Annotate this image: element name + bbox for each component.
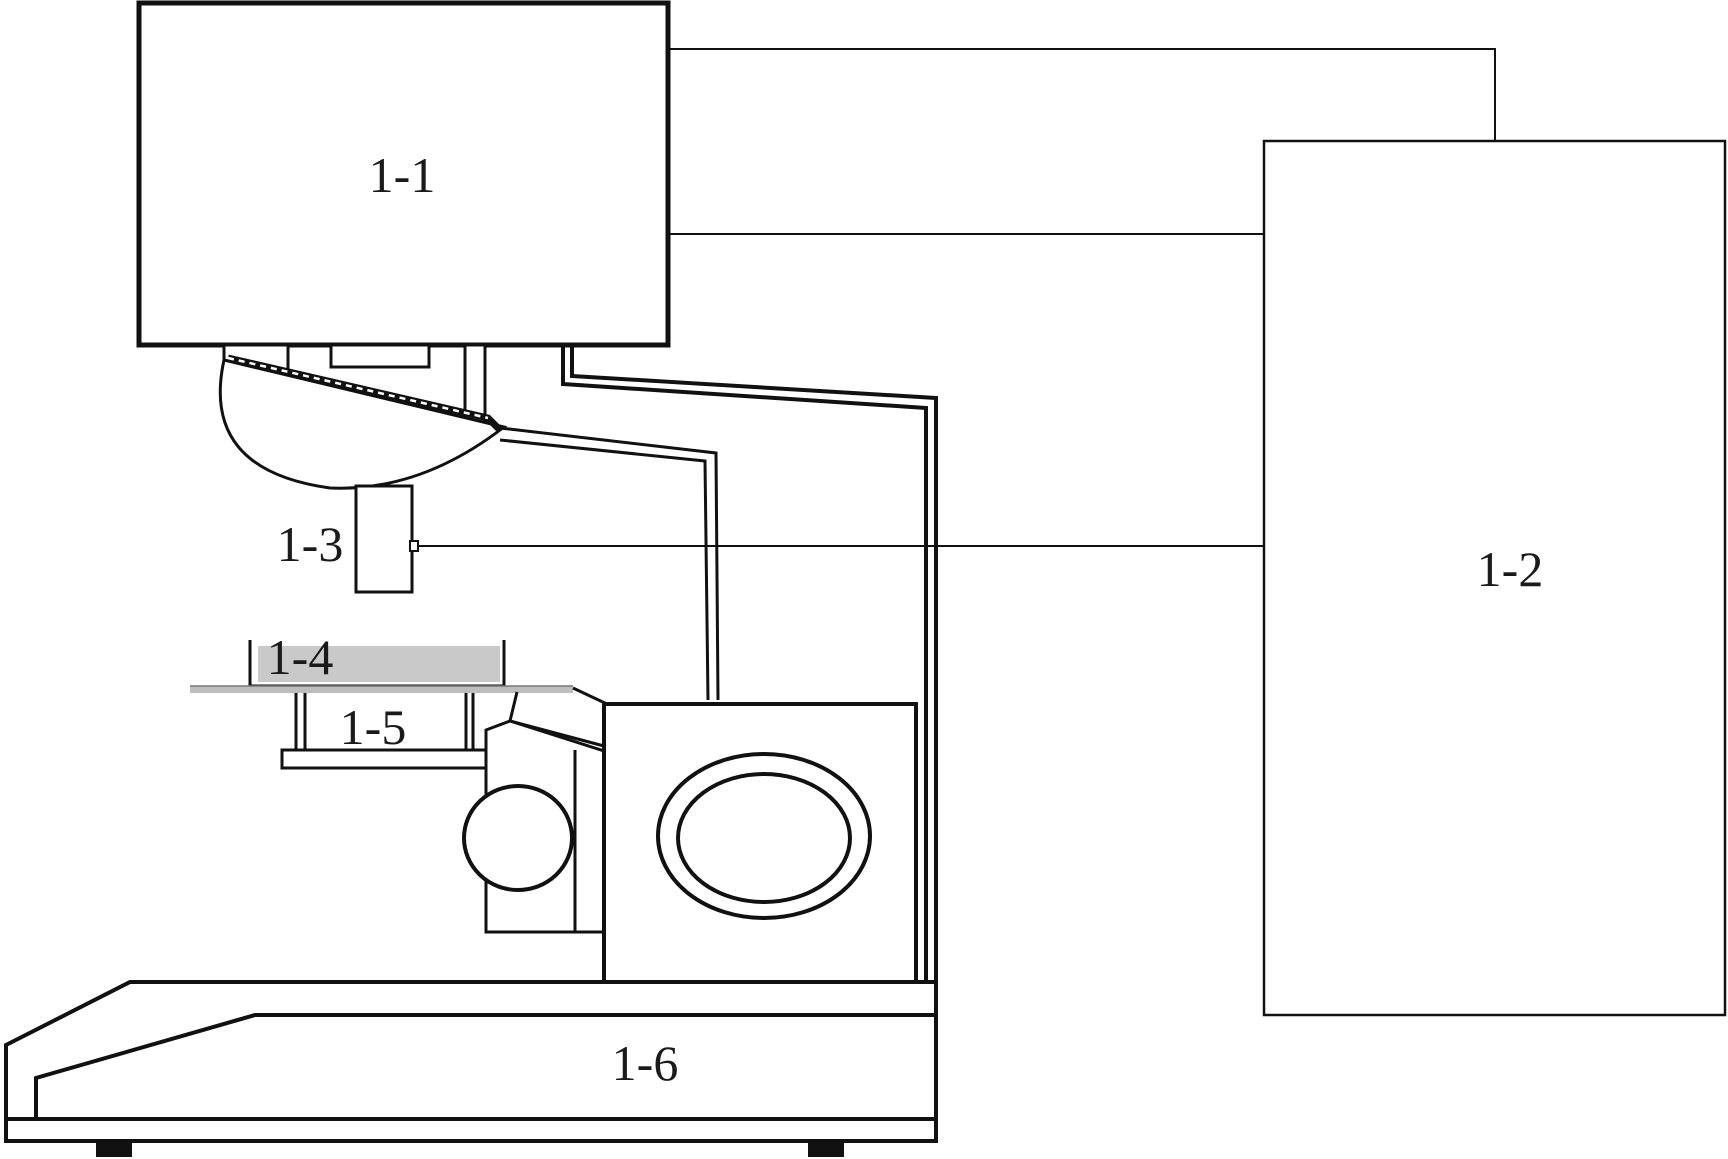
stage-label: 1-5 <box>340 699 407 755</box>
foot-left <box>96 1141 132 1157</box>
light-source: 1-3 <box>277 484 419 594</box>
base-feet <box>96 1141 844 1157</box>
body-housing <box>602 702 918 987</box>
stage-plate <box>190 685 608 706</box>
connection-cables <box>414 48 1496 547</box>
light-source-label: 1-3 <box>277 516 344 572</box>
focus-mechanism <box>462 691 606 934</box>
camera-unit: 1-1 <box>136 0 671 348</box>
camera-unit-label: 1-1 <box>369 147 436 203</box>
base: 1-6 <box>4 980 938 1143</box>
sample-label: 1-4 <box>267 629 334 685</box>
controller-unit-label: 1-2 <box>1477 541 1544 597</box>
cable-top <box>668 48 1496 141</box>
pillar <box>561 345 938 985</box>
dial-inner-icon <box>676 772 852 904</box>
light-guide <box>227 354 720 701</box>
controller-unit: 1-2 <box>1262 139 1727 1017</box>
base-label: 1-6 <box>612 1035 679 1091</box>
focus-knob-icon <box>462 784 574 892</box>
stage: 1-5 <box>280 693 494 770</box>
reflector-dome <box>218 358 508 490</box>
foot-right <box>808 1141 844 1157</box>
sample: 1-4 <box>248 629 506 688</box>
